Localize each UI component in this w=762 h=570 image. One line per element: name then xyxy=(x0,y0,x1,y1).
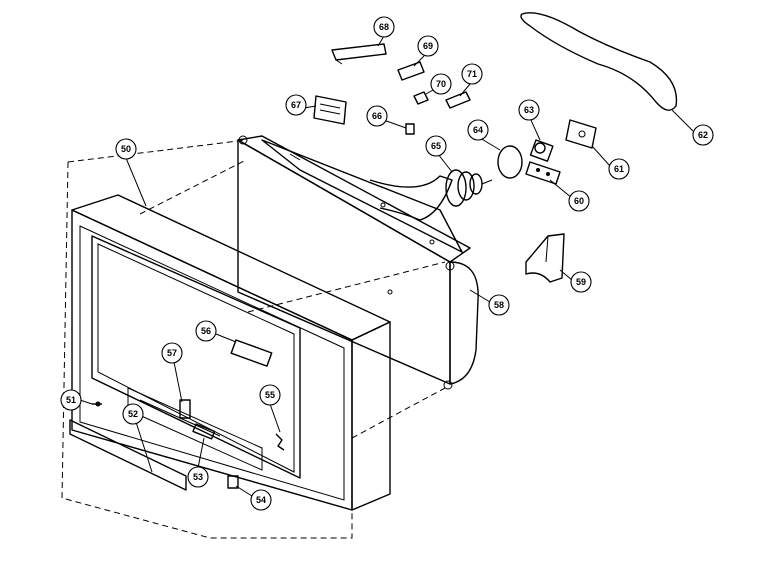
component-66-clip xyxy=(405,123,415,135)
component-62-cable xyxy=(520,12,678,111)
callout-57-label: 57 xyxy=(167,348,177,358)
component-52-bar xyxy=(69,419,187,491)
callout-70-label: 70 xyxy=(436,79,446,89)
callout-50: 50 xyxy=(115,138,137,160)
callout-71-label: 71 xyxy=(467,69,477,79)
leader-lines xyxy=(79,35,695,497)
callout-53-label: 53 xyxy=(193,472,203,482)
component-60-board xyxy=(525,161,561,185)
component-70-clip xyxy=(413,91,429,105)
callout-70: 70 xyxy=(430,73,452,95)
callout-60: 60 xyxy=(568,190,590,212)
component-63-socket xyxy=(529,139,554,162)
component-59-bracket xyxy=(525,233,565,283)
front-cabinet xyxy=(71,194,391,511)
callout-66: 66 xyxy=(366,105,388,127)
component-67-label xyxy=(313,95,347,125)
callout-66-label: 66 xyxy=(372,111,382,121)
callout-53: 53 xyxy=(187,466,209,488)
callout-62: 62 xyxy=(692,124,714,146)
callout-56: 56 xyxy=(195,320,217,342)
callout-64: 64 xyxy=(467,119,489,141)
callout-52-label: 52 xyxy=(128,409,138,419)
callout-56-label: 56 xyxy=(201,326,211,336)
callout-68: 68 xyxy=(373,16,395,38)
component-57-switch xyxy=(179,399,191,419)
callout-58-label: 58 xyxy=(494,300,504,310)
component-51-screw xyxy=(92,401,102,407)
component-68-clip xyxy=(331,43,387,65)
callout-58: 58 xyxy=(488,294,510,316)
callout-62-label: 62 xyxy=(698,130,708,140)
component-69-clip xyxy=(397,61,425,81)
rear-cabinet xyxy=(237,135,479,390)
callout-61-label: 61 xyxy=(614,164,624,174)
callout-54-label: 54 xyxy=(256,495,266,505)
callout-52: 52 xyxy=(122,403,144,425)
component-56-jack xyxy=(230,339,273,367)
callout-54: 54 xyxy=(250,489,272,511)
callout-64-label: 64 xyxy=(473,125,483,135)
callout-69: 69 xyxy=(417,35,439,57)
component-61-plate xyxy=(565,119,597,149)
assembly-dashed-outline xyxy=(61,139,446,539)
component-64-disc xyxy=(497,145,523,179)
callout-65-label: 65 xyxy=(431,141,441,151)
component-71-clip xyxy=(445,91,471,109)
callout-65: 65 xyxy=(425,135,447,157)
deflection-yoke xyxy=(445,169,493,207)
component-55-clip xyxy=(275,433,285,451)
callout-71: 71 xyxy=(461,63,483,85)
callout-69-label: 69 xyxy=(423,41,433,51)
callout-68-label: 68 xyxy=(379,22,389,32)
callout-61: 61 xyxy=(608,158,630,180)
callout-60-label: 60 xyxy=(574,196,584,206)
component-53-buttons xyxy=(192,423,216,440)
callout-55: 55 xyxy=(259,384,281,406)
callout-57: 57 xyxy=(161,342,183,364)
callout-51-label: 51 xyxy=(66,395,76,405)
callout-67-label: 67 xyxy=(291,100,301,110)
component-54-knob xyxy=(227,475,239,489)
callout-59-label: 59 xyxy=(576,277,586,287)
callout-55-label: 55 xyxy=(265,390,275,400)
callout-50-label: 50 xyxy=(121,144,131,154)
callout-51: 51 xyxy=(60,389,82,411)
callout-63: 63 xyxy=(518,99,540,121)
callout-59: 59 xyxy=(570,271,592,293)
callout-67: 67 xyxy=(285,94,307,116)
callout-63-label: 63 xyxy=(524,105,534,115)
